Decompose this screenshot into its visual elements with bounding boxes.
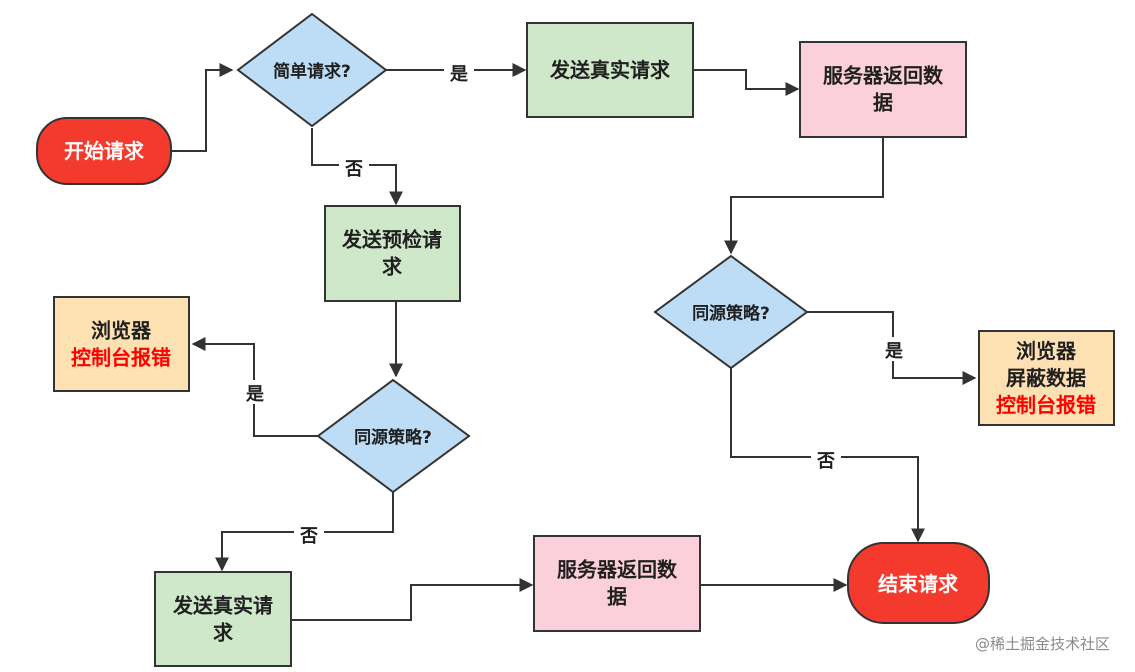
edge-start-to-simple	[171, 63, 234, 152]
end-terminal-label: 结束请求	[878, 572, 959, 596]
label-origin-1-yes: 是	[245, 384, 264, 405]
label-line: 控制台报错	[996, 393, 1096, 417]
label-line: 据	[607, 585, 627, 609]
server-return-data-2-label: 服务器返回数据	[557, 558, 678, 609]
edge-send-real-2-to-server-2	[291, 578, 534, 621]
label-line: 屏蔽数据	[1006, 366, 1086, 390]
browser-block-data-error-2: 浏览器屏蔽数据控制台报错	[978, 330, 1115, 426]
label-line: 据	[873, 91, 893, 115]
label-line: 控制台报错	[71, 346, 171, 370]
start-terminal: 开始请求	[36, 117, 172, 185]
browser-console-error-1-label: 浏览器控制台报错	[71, 319, 171, 370]
label-line: 求	[382, 255, 403, 279]
same-origin-decision-1-label: 同源策略?	[354, 427, 432, 448]
label-simple-yes: 是	[449, 64, 468, 85]
label-origin-2-no: 否	[816, 451, 835, 472]
same-origin-decision-2-label: 同源策略?	[692, 303, 770, 324]
label-line: 同源策略?	[354, 427, 432, 448]
send-real-request-1: 发送真实请求	[526, 22, 694, 118]
browser-console-error-1: 浏览器控制台报错	[53, 296, 190, 392]
nodes: 开始请求 简单请求? 发送真实请求 服务器返回数据 发送预检请求 浏览器控制台报…	[36, 12, 1115, 667]
label-line: 结束请求	[878, 572, 959, 596]
send-preflight-request: 发送预检请求	[324, 205, 461, 302]
browser-block-data-error-2-label: 浏览器屏蔽数据控制台报错	[996, 339, 1096, 417]
edge-server-1-to-origin-2	[724, 137, 884, 255]
same-origin-decision-1: 同源策略?	[316, 378, 471, 494]
same-origin-decision-2: 同源策略?	[653, 254, 809, 370]
label-line: 服务器返回数	[557, 558, 678, 582]
server-return-data-1-label: 服务器返回数据	[823, 64, 944, 115]
label-line: 简单请求?	[273, 61, 351, 82]
label-line: 发送真实请	[172, 594, 273, 618]
label-simple-no: 否	[344, 159, 363, 180]
server-return-data-1: 服务器返回数据	[799, 41, 967, 138]
label-line: 求	[213, 621, 234, 645]
send-real-request-2-label: 发送真实请求	[172, 594, 273, 645]
label-line: 开始请求	[64, 139, 145, 163]
label-line: 发送预检请	[341, 228, 442, 252]
label-line: 发送真实请求	[549, 58, 671, 82]
send-preflight-request-label: 发送预检请求	[341, 228, 442, 279]
simple-request-label: 简单请求?	[273, 61, 351, 82]
edge-send-real-1-to-server-1	[693, 69, 800, 96]
label-line: 同源策略?	[692, 303, 770, 324]
label-line: 浏览器	[1016, 339, 1077, 363]
label-origin-1-no: 否	[299, 526, 318, 547]
start-terminal-label: 开始请求	[64, 139, 145, 163]
edge-labels: 是 否 是 否 是 否	[240, 60, 909, 547]
label-origin-2-yes: 是	[884, 341, 903, 362]
send-real-request-2: 发送真实请求	[154, 571, 292, 667]
send-real-request-1-label: 发送真实请求	[549, 58, 671, 82]
server-return-data-2: 服务器返回数据	[533, 535, 701, 632]
simple-request-decision: 简单请求?	[236, 12, 388, 128]
label-line: 服务器返回数	[823, 64, 944, 88]
watermark: @稀土掘金技术社区	[975, 635, 1110, 653]
label-line: 浏览器	[91, 319, 152, 343]
end-terminal: 结束请求	[847, 542, 990, 624]
